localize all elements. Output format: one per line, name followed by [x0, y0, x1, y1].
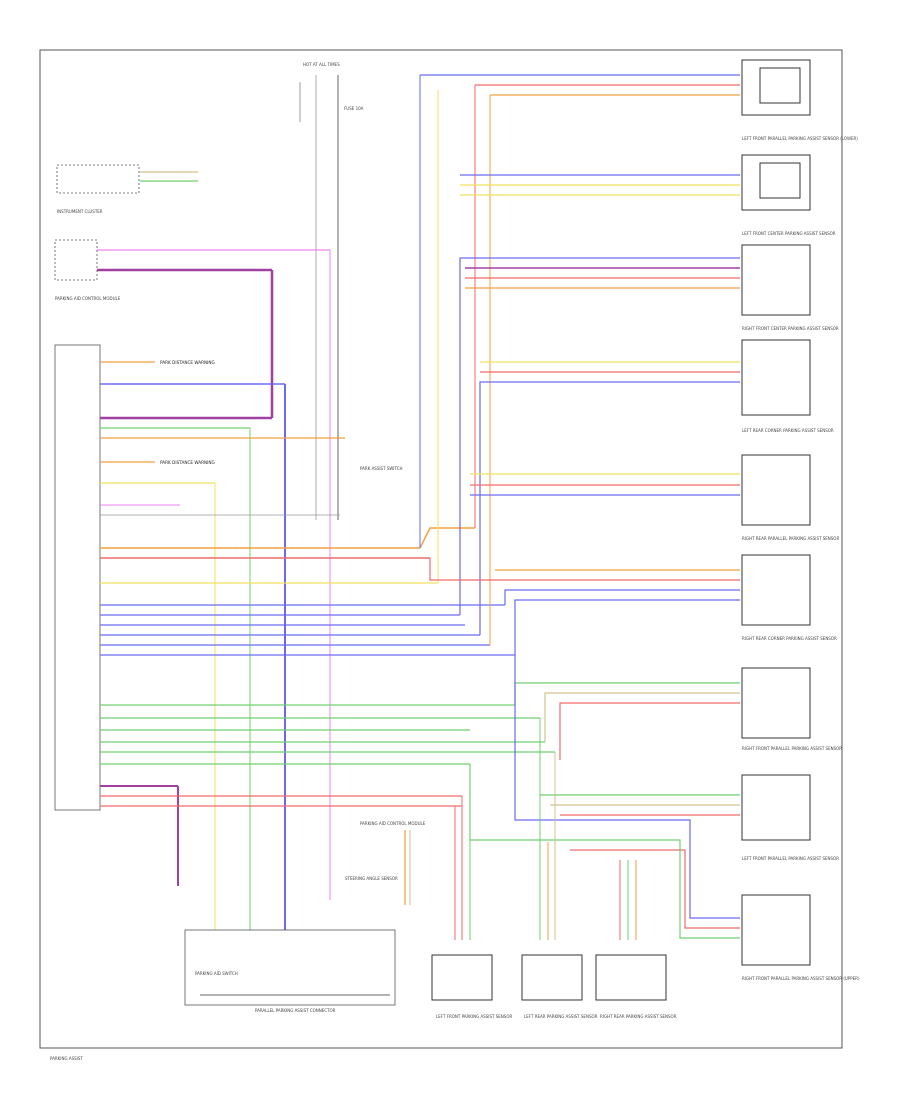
bottom-sensor-label: LEFT REAR PARKING ASSIST SENSOR — [524, 1014, 598, 1019]
bottom-area: PARKING AID SWITCH PARALLEL PARKING ASSI… — [50, 876, 677, 1061]
park-assist-module-label: PARKING AID CONTROL MODULE — [55, 296, 121, 301]
gauge-label: STEERING ANGLE SENSOR — [345, 876, 398, 881]
sensor-label: RIGHT REAR CORNER PARKING ASSIST SENSOR — [742, 636, 837, 641]
bottom-sensor-box — [521, 954, 583, 1001]
sensor-label: RIGHT REAR PARALLEL PARKING ASSIST SENSO… — [742, 536, 839, 541]
rear-module-label: PARKING AID CONTROL MODULE — [360, 821, 426, 826]
sensor-label: RIGHT FRONT PARALLEL PARKING ASSIST SENS… — [742, 976, 860, 981]
harness-front-bus — [100, 90, 515, 656]
bottom-sensor-box — [595, 954, 667, 1001]
sensor-label: LEFT FRONT PARALLEL PARKING ASSIST SENSO… — [742, 856, 839, 861]
sensor-box — [741, 554, 811, 626]
fuse-box-label: HOT AT ALL TIMES — [303, 62, 340, 67]
fuse-label: FUSE 10A — [344, 106, 364, 111]
sensor-box — [741, 244, 811, 316]
wire-label-b: PARK DISTANCE WARNING — [160, 460, 215, 465]
sensor-box — [741, 454, 811, 526]
footer-label: PARKING ASSIST — [50, 1056, 83, 1061]
sensor-box — [741, 667, 811, 739]
park-assist-module: PARKING AID CONTROL MODULE — [54, 239, 331, 900]
sensor-label: RIGHT FRONT PARALLEL PARKING ASSIST SENS… — [742, 746, 842, 751]
bottom-sensor-box — [431, 954, 493, 1001]
bottom-connector-label: PARALLEL PARKING ASSIST CONNECTOR — [255, 1008, 336, 1013]
switch-label: PARKING AID SWITCH — [195, 971, 238, 976]
sensor-box — [741, 339, 811, 416]
sensor-box — [741, 774, 811, 841]
harness-rear-bus: PARKING AID CONTROL MODULE — [100, 704, 555, 886]
sensor-label: LEFT REAR CORNER PARKING ASSIST SENSOR — [742, 428, 834, 433]
instrument-cluster: INSTRUMENT CLUSTER — [56, 164, 198, 214]
fuse-block: HOT AT ALL TIMES FUSE 10A — [299, 62, 364, 520]
sensor-box — [741, 154, 811, 211]
instrument-cluster-label: INSTRUMENT CLUSTER — [57, 209, 103, 214]
bottom-sensor-label: RIGHT REAR PARKING ASSIST SENSOR — [600, 1014, 677, 1019]
center-module-label: PARK ASSIST SWITCH — [360, 466, 403, 471]
diagram-border — [39, 49, 843, 1049]
bottom-sensor-label: LEFT FRONT PARKING ASSIST SENSOR — [436, 1014, 512, 1019]
sensor-box — [741, 894, 811, 966]
sensor-label: RIGHT FRONT CENTER PARKING ASSIST SENSOR — [742, 326, 839, 331]
right-sensors: LEFT FRONT PARALLEL PARKING ASSIST SENSO… — [741, 59, 860, 981]
risers — [419, 74, 740, 939]
wire-label-a: PARK DISTANCE WARNING — [160, 360, 215, 365]
sensor-box — [741, 59, 811, 116]
sensor-label: LEFT FRONT CENTER PARKING ASSIST SENSOR — [742, 231, 836, 236]
switch-box — [184, 929, 396, 1006]
sensor-label: LEFT FRONT PARALLEL PARKING ASSIST SENSO… — [742, 136, 858, 141]
harness-upper: PARK DISTANCE WARNING PARK DISTANCE WARN… — [100, 360, 403, 930]
bottom-drops — [404, 718, 637, 940]
